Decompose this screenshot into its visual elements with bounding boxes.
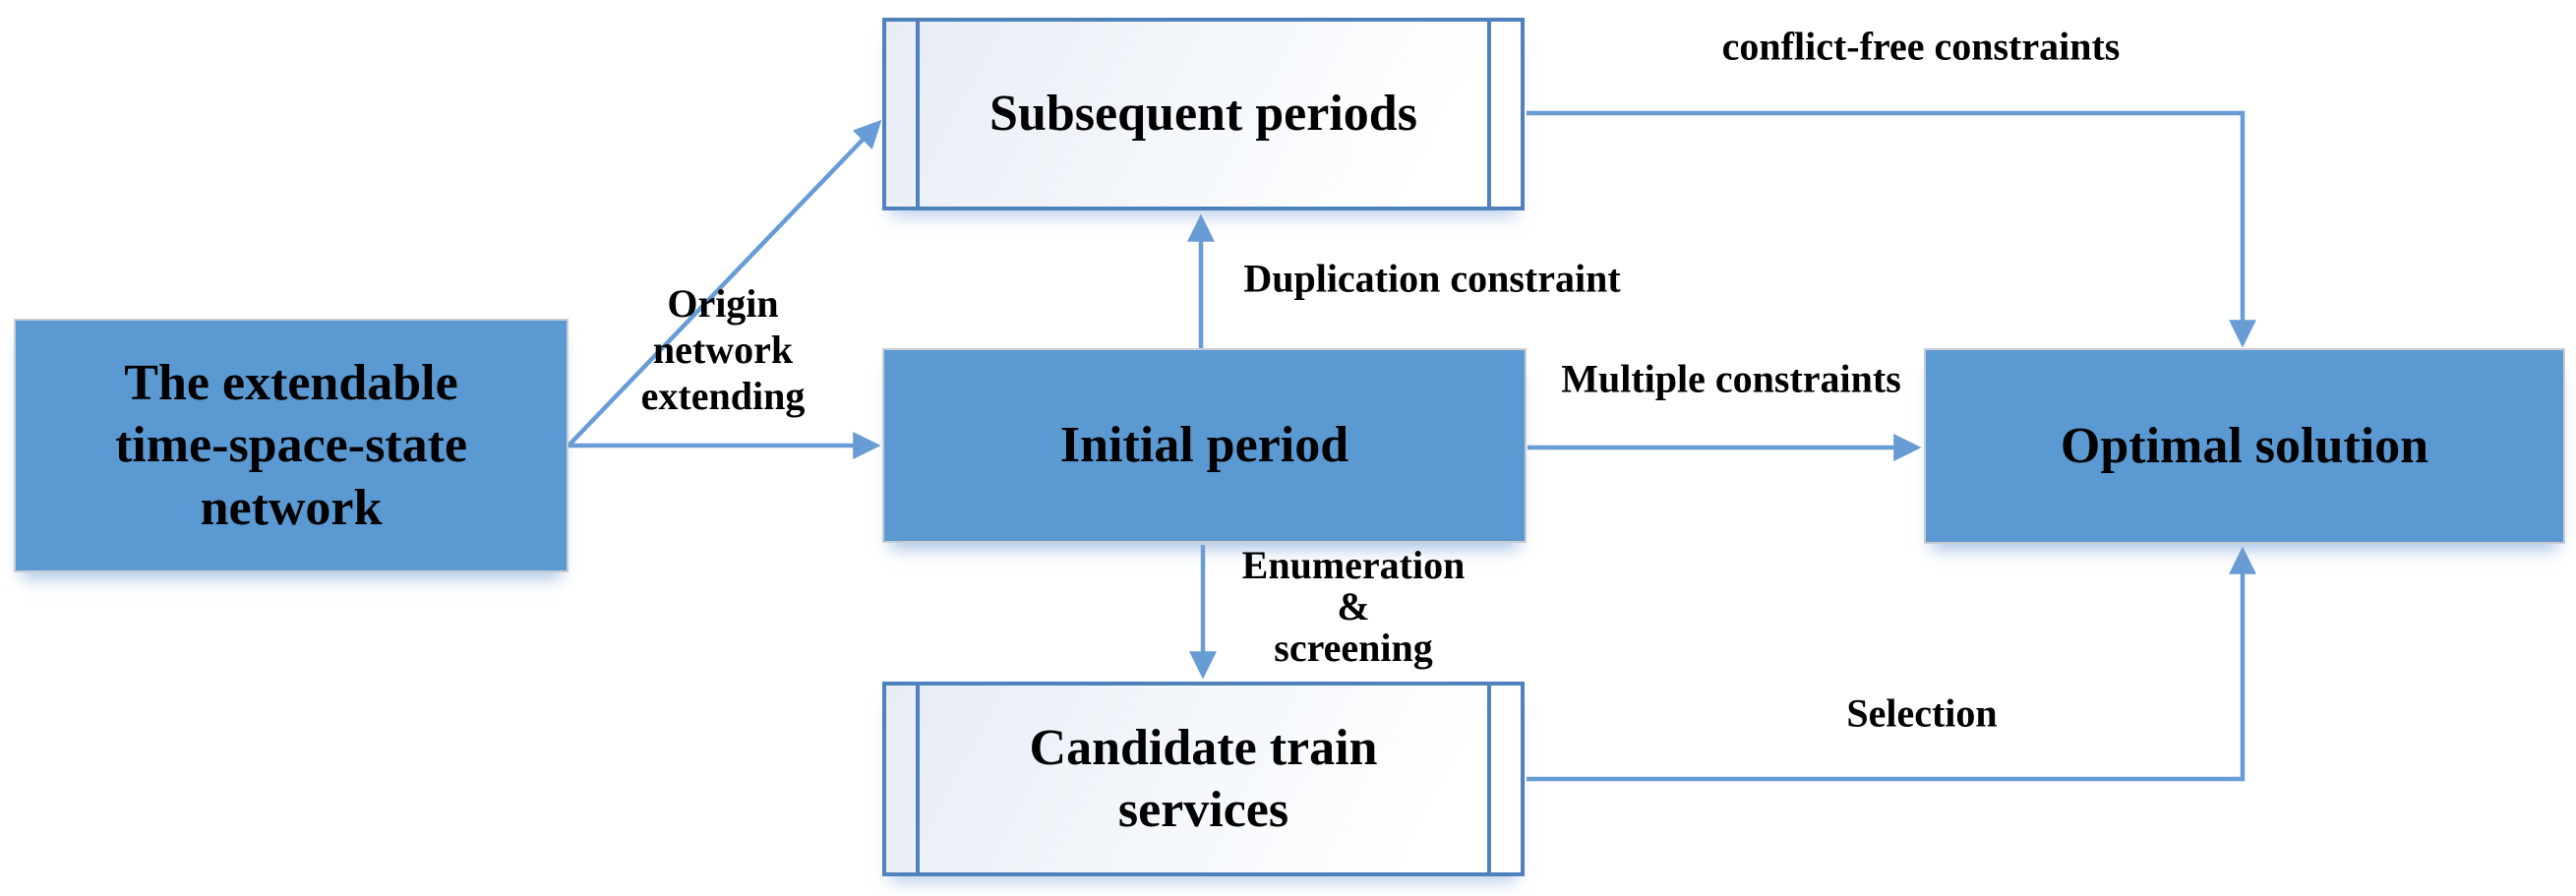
process-side-bar-left [916, 22, 920, 207]
label-origin-line1: Origin [667, 280, 779, 326]
node-extendable-network: The extendable time-space-state network [14, 319, 569, 572]
node-subsequent-periods-label: Subsequent periods [989, 86, 1417, 143]
node-optimal-solution: Optimal solution [1924, 348, 2565, 544]
node-candidate-train-services-label: Candidate train services [1030, 717, 1378, 842]
process-side-bar-right [1487, 686, 1491, 872]
label-origin-line2: network [652, 327, 794, 372]
label-conflict-free-constraints: conflict-free constraints [1721, 24, 2121, 69]
edge-candidate-to-optimal [1527, 546, 2256, 782]
process-side-bar-right [1487, 22, 1491, 207]
node-candidate-line2: services [1117, 782, 1289, 838]
edge-subsequent-to-optimal [1527, 110, 2256, 348]
node-optimal-solution-label: Optimal solution [2060, 417, 2429, 474]
process-side-bar-left [916, 686, 920, 872]
node-candidate-train-services: Candidate train services [882, 682, 1525, 876]
label-enumeration-screening: Enumeration & screening [1242, 545, 1466, 669]
node-subsequent-periods: Subsequent periods [882, 18, 1525, 210]
edge-network-to-subsequent [567, 119, 882, 448]
node-extendable-network-line2: time-space-state [114, 417, 468, 474]
node-initial-period: Initial period [882, 348, 1527, 543]
label-enumeration-line3: screening [1274, 626, 1433, 670]
node-candidate-line1: Candidate train [1029, 719, 1378, 776]
label-enumeration-line1: Enumeration [1241, 543, 1466, 587]
node-extendable-network-line1: The extendable [124, 354, 458, 411]
node-extendable-network-line3: network [200, 479, 383, 536]
label-selection: Selection [1846, 690, 1998, 736]
label-enumeration-line2: & [1337, 584, 1370, 628]
label-multiple-constraints: Multiple constraints [1561, 356, 1901, 401]
label-origin-line3: extending [640, 373, 806, 418]
label-origin-network-extending: Origin network extending [641, 281, 806, 419]
label-duplication-constraint: Duplication constraint [1243, 256, 1621, 301]
node-extendable-network-label: The extendable time-space-state network [115, 352, 467, 539]
node-initial-period-label: Initial period [1059, 417, 1349, 474]
